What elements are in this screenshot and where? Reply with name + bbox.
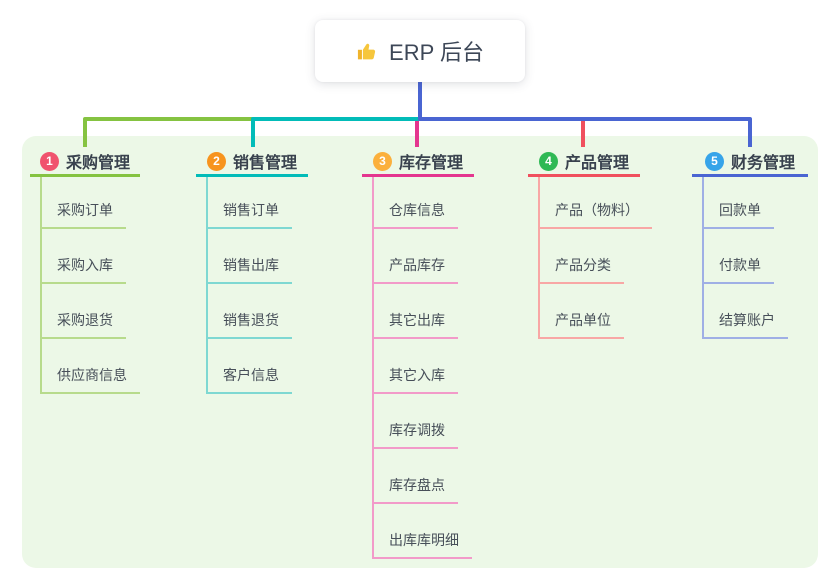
branch-purchase: 1 采购管理 采购订单 采购入库 采购退货 供应商信息 — [30, 148, 140, 394]
root-label: ERP 后台 — [389, 40, 484, 65]
child-node[interactable]: 产品库存 — [374, 229, 472, 284]
child-node[interactable]: 采购退货 — [42, 284, 140, 339]
branch-children: 仓库信息 产品库存 其它出库 其它入库 库存调拨 库存盘点 出库库明细 — [372, 177, 472, 559]
thumbs-up-icon — [356, 40, 379, 63]
child-node[interactable]: 产品单位 — [540, 284, 652, 339]
child-node[interactable]: 采购入库 — [42, 229, 140, 284]
branch-number-badge: 4 — [538, 151, 558, 171]
child-node[interactable]: 产品分类 — [540, 229, 652, 284]
child-node[interactable]: 库存盘点 — [374, 449, 472, 504]
child-node[interactable]: 客户信息 — [208, 339, 292, 394]
branch-title: 库存管理 — [398, 155, 463, 172]
child-node[interactable]: 产品（物料） — [540, 177, 652, 229]
branch-sales: 2 销售管理 销售订单 销售出库 销售退货 客户信息 — [196, 148, 308, 394]
branch-number-badge: 1 — [39, 151, 59, 171]
branch-title: 财务管理 — [730, 155, 795, 172]
child-node[interactable]: 结算账户 — [704, 284, 788, 339]
child-node[interactable]: 销售订单 — [208, 177, 292, 229]
branch-children: 销售订单 销售出库 销售退货 客户信息 — [206, 177, 292, 394]
child-node[interactable]: 销售出库 — [208, 229, 292, 284]
branch-children: 产品（物料） 产品分类 产品单位 — [538, 177, 652, 339]
child-node[interactable]: 采购订单 — [42, 177, 140, 229]
branch-finance: 5 财务管理 回款单 付款单 结算账户 — [692, 148, 808, 339]
branches-panel — [22, 136, 818, 568]
branch-title: 产品管理 — [564, 155, 629, 172]
root-node[interactable]: ERP 后台 — [315, 20, 525, 82]
child-node[interactable]: 库存调拨 — [374, 394, 472, 449]
branch-inventory: 3 库存管理 仓库信息 产品库存 其它出库 其它入库 库存调拨 库存盘点 出库库… — [362, 148, 474, 559]
child-node[interactable]: 出库库明细 — [374, 504, 472, 559]
branch-product: 4 产品管理 产品（物料） 产品分类 产品单位 — [528, 148, 652, 339]
child-node[interactable]: 销售退货 — [208, 284, 292, 339]
child-node[interactable]: 回款单 — [704, 177, 788, 229]
child-node[interactable]: 付款单 — [704, 229, 788, 284]
branch-number-badge: 5 — [704, 151, 724, 171]
branch-number-badge: 2 — [206, 151, 226, 171]
branch-children: 回款单 付款单 结算账户 — [702, 177, 788, 339]
branch-topic-inventory[interactable]: 3 库存管理 — [362, 148, 474, 177]
branch-children: 采购订单 采购入库 采购退货 供应商信息 — [40, 177, 140, 394]
branch-topic-finance[interactable]: 5 财务管理 — [692, 148, 808, 177]
branch-title: 销售管理 — [232, 155, 297, 172]
child-node[interactable]: 其它出库 — [374, 284, 472, 339]
child-node[interactable]: 仓库信息 — [374, 177, 472, 229]
child-node[interactable]: 供应商信息 — [42, 339, 140, 394]
branch-number-badge: 3 — [372, 151, 392, 171]
child-node[interactable]: 其它入库 — [374, 339, 472, 394]
branch-topic-sales[interactable]: 2 销售管理 — [196, 148, 308, 177]
branch-title: 采购管理 — [65, 155, 130, 172]
branch-topic-purchase[interactable]: 1 采购管理 — [30, 148, 140, 177]
branch-topic-product[interactable]: 4 产品管理 — [528, 148, 640, 177]
